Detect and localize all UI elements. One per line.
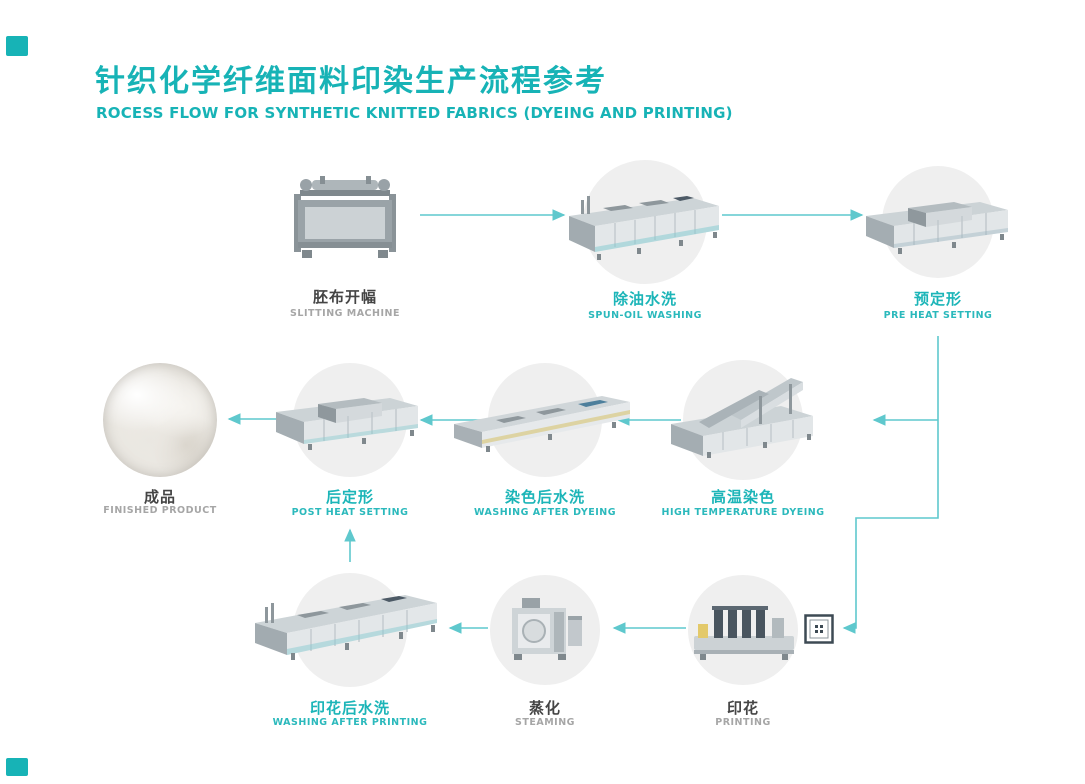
finished-product-fabric-photo	[103, 363, 217, 477]
label-washing-after-dyeing-en: WASHING AFTER DYEING	[473, 507, 617, 518]
label-slitting-machine-en: SLITTING MACHINE	[290, 308, 400, 319]
pre-heat-setting-machine-illustration	[862, 190, 1012, 254]
label-post-heat-setting-en: POST HEAT SETTING	[291, 507, 409, 518]
spun-oil-washing-machine-illustration	[567, 186, 723, 260]
label-high-temperature-dyeing-zh: 高温染色	[710, 488, 775, 506]
post-heat-setting-machine-illustration	[272, 386, 422, 450]
slitting-machine-illustration	[290, 176, 400, 260]
steaming-machine-illustration	[500, 592, 590, 662]
label-washing-after-dyeing-zh: 染色后水洗	[504, 488, 585, 506]
label-spun-oil-washing-en: SPUN-OIL WASHING	[588, 310, 702, 321]
corner-logo-top	[6, 36, 28, 56]
label-pre-heat-setting-zh: 预定形	[913, 290, 962, 308]
printing-machine-illustration	[690, 600, 800, 660]
corner-logo-bottom	[6, 758, 28, 776]
washing-after-printing-machine-illustration	[253, 585, 443, 665]
label-pre-heat-setting-en: PRE HEAT SETTING	[883, 310, 993, 321]
label-printing-zh: 印花	[726, 699, 759, 717]
label-slitting-machine-zh: 胚布开幅	[312, 288, 377, 306]
high-temperature-dyeing-machine-illustration	[663, 372, 823, 458]
label-steaming-zh: 蒸化	[528, 699, 561, 717]
label-finished-product-en: FINISHED PRODUCT	[103, 505, 217, 516]
page-title: 针织化学纤维面料印染生产流程参考	[95, 64, 607, 99]
label-spun-oil-washing-zh: 除油水洗	[612, 290, 677, 308]
label-finished-product-zh: 成品	[143, 488, 176, 506]
page-subtitle: ROCESS FLOW FOR SYNTHETIC KNITTED FABRIC…	[96, 104, 733, 122]
label-washing-after-printing-en: WASHING AFTER PRINTING	[272, 717, 428, 728]
label-steaming-en: STEAMING	[515, 717, 575, 728]
label-washing-after-printing-zh: 印花后水洗	[309, 699, 390, 717]
label-high-temperature-dyeing-en: HIGH TEMPERATURE DYEING	[661, 507, 825, 518]
printing-screen-frame-icon	[804, 614, 834, 644]
label-post-heat-setting-zh: 后定形	[325, 488, 374, 506]
label-printing-en: PRINTING	[715, 717, 771, 728]
washing-after-dyeing-machine-illustration	[452, 388, 637, 452]
